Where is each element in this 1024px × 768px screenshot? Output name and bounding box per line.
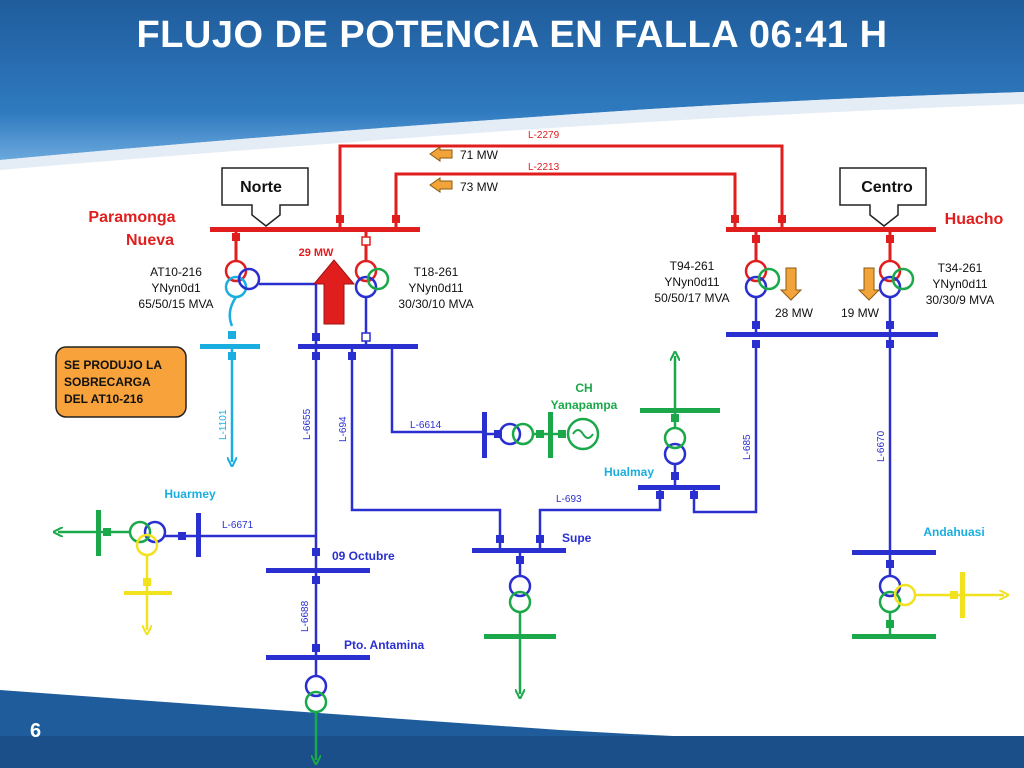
t94-group: YNyn0d11	[664, 275, 719, 289]
transformer-at10	[224, 232, 316, 327]
slide-number: 6	[30, 720, 42, 742]
ch-label: CH	[575, 381, 592, 395]
flow-value-l2213: 73 MW	[460, 180, 499, 194]
at10-group: YNyn0d1	[151, 281, 201, 295]
line-label-l1101: L-1101	[218, 409, 229, 440]
flow-arrow-down-icon	[779, 267, 803, 301]
substation-paramonga: Paramonga	[88, 209, 175, 226]
transformer-antamina	[304, 674, 328, 698]
note-line-1: SE PRODUJO LA	[64, 358, 162, 372]
line-label-l693: L-693	[556, 494, 582, 505]
at10-rating: 65/50/15 MVA	[138, 297, 213, 311]
substation-09-octubre: 09 Octubre	[332, 549, 395, 563]
busbar-hualmay	[638, 485, 720, 490]
flow-value-t94: 28 MW	[775, 306, 814, 320]
t18-rating: 30/30/10 MVA	[398, 297, 473, 311]
flow-value-t34: 19 MW	[841, 306, 880, 320]
substation-andahuasi: Andahuasi	[923, 525, 984, 539]
callout-norte-label: Norte	[240, 179, 282, 196]
line-label-l6671: L-6671	[222, 520, 254, 531]
slide-title: FLUJO DE POTENCIA EN FALLA 06:41 H	[136, 14, 888, 56]
overload-arrow-icon	[312, 259, 356, 325]
callout-centro: Centro	[839, 167, 927, 227]
note-line-3: DEL AT10-216	[64, 392, 143, 406]
substation-paramonga-2: Nueva	[126, 232, 174, 249]
line-label-l2213: L-2213	[528, 162, 560, 173]
flow-arrow-down-icon	[857, 267, 881, 301]
line-label-l6688: L-6688	[300, 600, 311, 632]
line-label-l6614: L-6614	[410, 420, 442, 431]
t94-name: T94-261	[670, 259, 715, 273]
ch-yanapampa	[482, 412, 600, 458]
busbar-paramonga-66	[298, 344, 418, 349]
line-label-l685: L-685	[742, 434, 753, 460]
t34-name: T34-261	[938, 261, 983, 275]
line-l685	[692, 346, 758, 514]
transformer-t34	[878, 232, 915, 332]
transformer-t18	[354, 232, 390, 346]
huarmey-substation	[58, 510, 316, 630]
line-label-l6670: L-6670	[876, 430, 887, 462]
t34-group: YNyn0d11	[932, 277, 987, 291]
breaker	[778, 215, 786, 223]
breaker	[392, 215, 400, 223]
busbar-huacho-66	[726, 332, 938, 337]
at10-name: AT10-216	[150, 265, 202, 279]
line-l694	[350, 349, 502, 550]
line-l6614	[390, 349, 484, 434]
callout-norte: Norte	[221, 167, 309, 227]
busbar-supe	[472, 548, 566, 553]
t18-group: YNyn0d11	[408, 281, 463, 295]
transformer-supe	[508, 574, 532, 598]
ch-label-2: Yanapampa	[551, 398, 618, 412]
note-overload: SE PRODUJO LA SOBRECARGA DEL AT10-216	[55, 346, 187, 418]
transformer-t94	[744, 232, 781, 332]
line-label-l2279: L-2279	[528, 130, 560, 141]
note-line-2: SOBRECARGA	[64, 375, 151, 389]
line-l2213	[394, 172, 737, 228]
busbar-paramonga-cyan	[200, 344, 260, 349]
substation-pto-antamina: Pto. Antamina	[344, 638, 425, 652]
breaker	[731, 215, 739, 223]
line-label-l6655: L-6655	[302, 408, 313, 440]
t34-rating: 30/30/9 MVA	[926, 293, 994, 307]
callout-centro-label: Centro	[861, 179, 913, 196]
flow-arrow-left-icon	[429, 146, 453, 162]
busbar-andahuasi	[852, 550, 936, 555]
flow-arrow-left-icon	[429, 177, 453, 193]
t18-name: T18-261	[414, 265, 459, 279]
flow-value-l2279: 71 MW	[460, 148, 499, 162]
substation-supe: Supe	[562, 531, 592, 545]
busbar-09-octubre	[266, 568, 370, 573]
breaker	[336, 215, 344, 223]
transformer-hualmay	[663, 442, 687, 466]
generator-icon	[566, 417, 600, 451]
substation-hualmay: Hualmay	[604, 465, 654, 479]
substation-huarmey: Huarmey	[164, 487, 216, 501]
flow-value-t18: 29 MW	[299, 247, 334, 259]
busbar-huacho-220	[726, 227, 936, 232]
busbar-pto-antamina	[266, 655, 370, 660]
line-l2279	[338, 144, 784, 228]
busbar-paramonga-220	[210, 227, 420, 232]
t94-rating: 50/50/17 MVA	[654, 291, 729, 305]
substation-huacho: Huacho	[945, 211, 1004, 228]
line-label-l694: L-694	[338, 416, 349, 442]
